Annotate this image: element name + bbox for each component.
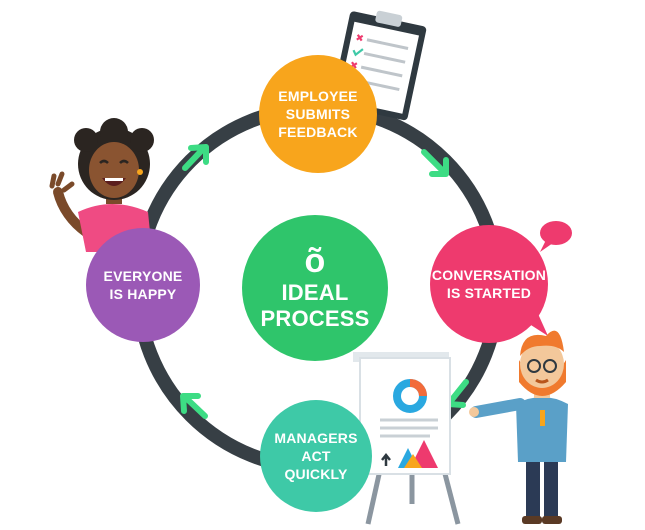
brand-logo-icon: õ [304, 241, 326, 280]
step-managers-act-quickly: MANAGERS ACT QUICKLY [260, 400, 372, 512]
step-employee-submits-feedback: EMPLOYEE SUBMITS FEEDBACK [259, 55, 377, 173]
step-everyone-is-happy: EVERYONE IS HAPPY [86, 228, 200, 342]
speech-bubble-icon [540, 221, 572, 252]
step-conversation-line2: IS STARTED [446, 285, 532, 301]
step-feedback-line3: FEEDBACK [278, 124, 358, 141]
step-feedback-line1: EMPLOYEE [278, 87, 358, 104]
center-ideal-process: õ IDEAL PROCESS [242, 215, 388, 361]
arrow-to-happy-icon [180, 393, 208, 419]
step-managers-line2: ACT [301, 447, 331, 464]
step-feedback-line2: SUBMITS [285, 105, 351, 122]
step-conversation-line1: CONVERSATION [431, 266, 547, 283]
step-happy-line2: IS HAPPY [109, 286, 177, 302]
presenting-man-icon [469, 330, 568, 524]
presentation-easel-icon [353, 352, 461, 525]
step-managers-line3: QUICKLY [284, 466, 348, 483]
center-title-line1: IDEAL [281, 279, 349, 305]
arrow-to-conversation-icon [421, 149, 449, 177]
step-happy-line1: EVERYONE [103, 267, 183, 284]
step-conversation-is-started: CONVERSATION IS STARTED [430, 225, 548, 343]
center-title-line2: PROCESS [260, 306, 370, 331]
step-managers-line1: MANAGERS [274, 429, 358, 446]
arrow-to-feedback-icon [182, 144, 209, 171]
